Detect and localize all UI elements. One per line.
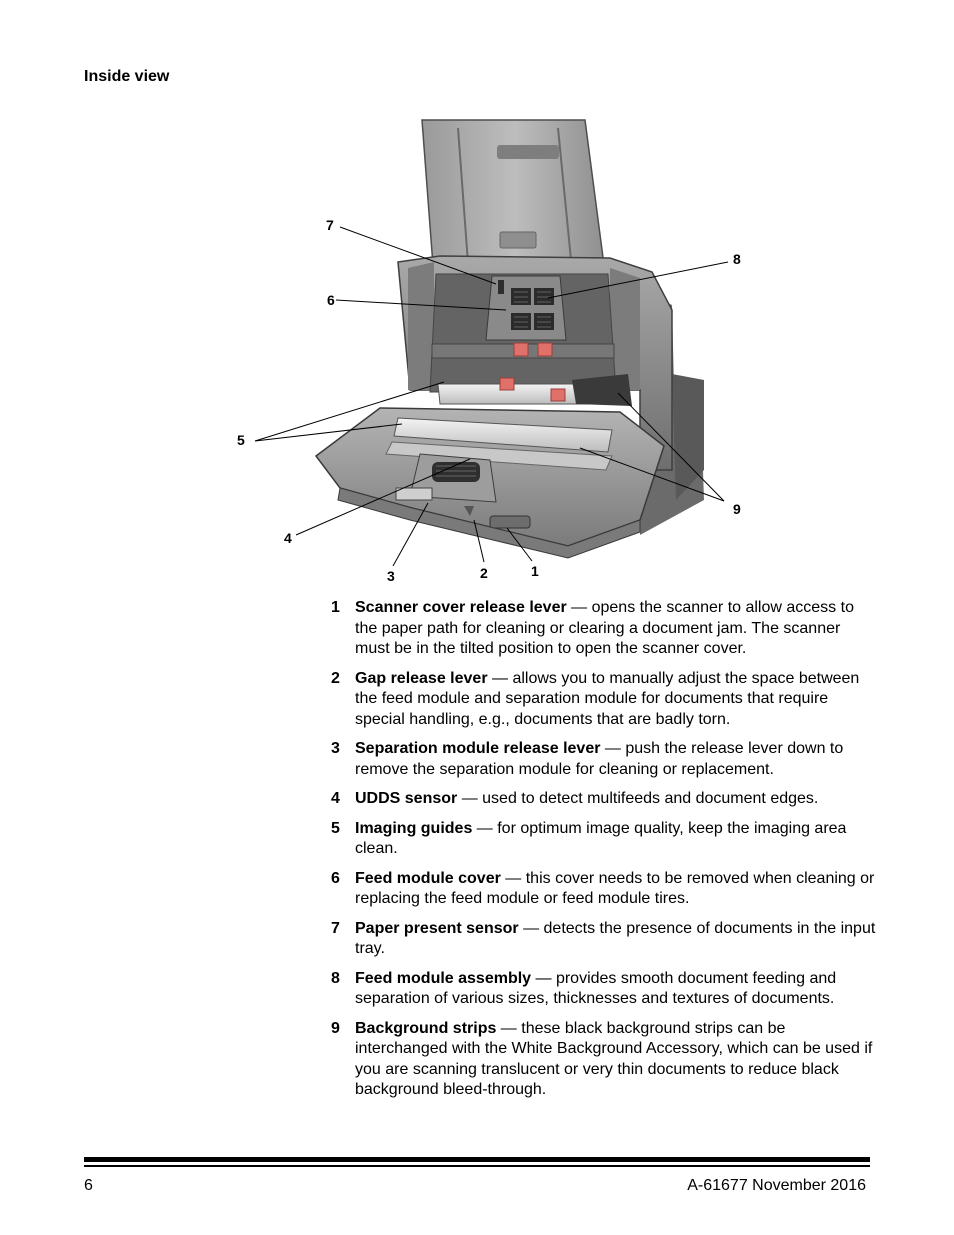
callout-4: 4: [284, 530, 292, 546]
leader-9b: [579, 447, 725, 502]
item-description: — allows you to manually adjust the spac…: [355, 669, 860, 728]
callout-9: 9: [733, 501, 741, 517]
item-term: Paper present sensor: [355, 919, 519, 937]
leader-7: [339, 226, 497, 285]
scanner-illustration: [254, 119, 729, 567]
leader-9a: [617, 392, 725, 502]
list-item: 7 Paper present sensor — detects the pres…: [331, 919, 876, 960]
item-number: 1: [331, 599, 340, 616]
item-description: — this cover needs to be removed when cl…: [355, 869, 875, 908]
accent-pad: [537, 342, 553, 357]
callout-5: 5: [237, 432, 245, 448]
list-item: 2 Gap release lever — allows you to manua…: [331, 669, 876, 731]
list-item: 9 Background strips — these black backgro…: [331, 1019, 876, 1101]
item-number: 8: [331, 969, 340, 987]
accent-pad: [550, 388, 566, 402]
leader-3: [392, 502, 429, 567]
callout-2: 2: [480, 565, 488, 581]
accent-pad: [513, 342, 529, 357]
callout-6: 6: [327, 292, 335, 308]
list-item: 5 Imaging guides — for optimum image qual…: [331, 819, 876, 860]
separation-roller: [432, 462, 480, 482]
item-term: Separation module release lever: [355, 740, 601, 757]
leader-5a: [254, 381, 445, 442]
item-term: Background strips: [355, 1019, 497, 1037]
leader-8: [547, 261, 729, 299]
section-heading: Inside view: [84, 68, 170, 85]
item-term: Feed module cover: [355, 869, 501, 887]
item-description: — provides smooth document feeding and s…: [355, 969, 837, 1008]
item-number: 3: [331, 740, 340, 757]
item-description: — used to detect multifeeds and document…: [457, 790, 819, 807]
item-description: — opens the scanner to allow access to t…: [355, 599, 854, 657]
cover-release-lever: [489, 515, 531, 529]
callout-3: 3: [387, 568, 395, 584]
footer-rule-thick: [84, 1157, 870, 1162]
callout-7: 7: [326, 217, 334, 233]
item-number: 4: [331, 790, 340, 807]
separation-release-lever: [395, 487, 433, 501]
item-number: 9: [331, 1019, 340, 1037]
background-strip: [572, 374, 632, 406]
list-item: 6 Feed module cover — this cover needs to…: [331, 869, 876, 910]
leader-1: [506, 527, 533, 562]
leader-4: [295, 458, 471, 536]
item-number: 5: [331, 819, 340, 837]
list-item: 3 Separation module release lever — push …: [331, 739, 876, 780]
item-description: — these black background strips can be i…: [355, 1019, 873, 1099]
paper-present-sensor: [498, 280, 504, 294]
document-reference: A-61677 November 2016: [687, 1177, 866, 1194]
list-item: 8 Feed module assembly — provides smooth …: [331, 969, 876, 1010]
item-term: Scanner cover release lever: [355, 599, 567, 616]
leader-2: [473, 519, 485, 563]
list-item: 4 UDDS sensor — used to detect multifeeds…: [331, 789, 876, 810]
item-description: — for optimum image quality, keep the im…: [355, 819, 847, 858]
item-number: 2: [331, 669, 340, 687]
callout-1: 1: [531, 563, 539, 579]
accent-pad: [499, 377, 515, 391]
imaging-guide-lower: [393, 417, 613, 453]
item-number: 7: [331, 919, 340, 937]
item-description: — detects the presence of documents in t…: [355, 919, 876, 958]
item-description: — push the release lever down to remove …: [355, 740, 844, 778]
leader-6: [335, 299, 507, 311]
gap-release-lever: [464, 506, 474, 516]
list-item: 1 Scanner cover release lever — opens the…: [331, 598, 876, 660]
callout-8: 8: [733, 251, 741, 267]
page-number: 6: [84, 1177, 93, 1194]
item-term: Gap release lever: [355, 669, 488, 687]
leader-5b: [254, 423, 403, 442]
item-term: UDDS sensor: [355, 790, 458, 807]
footer-rule-thin: [84, 1165, 870, 1167]
component-list: 1 Scanner cover release lever — opens the…: [331, 598, 876, 1110]
item-number: 6: [331, 869, 340, 887]
item-term: Imaging guides: [355, 819, 473, 837]
item-term: Feed module assembly: [355, 969, 532, 987]
